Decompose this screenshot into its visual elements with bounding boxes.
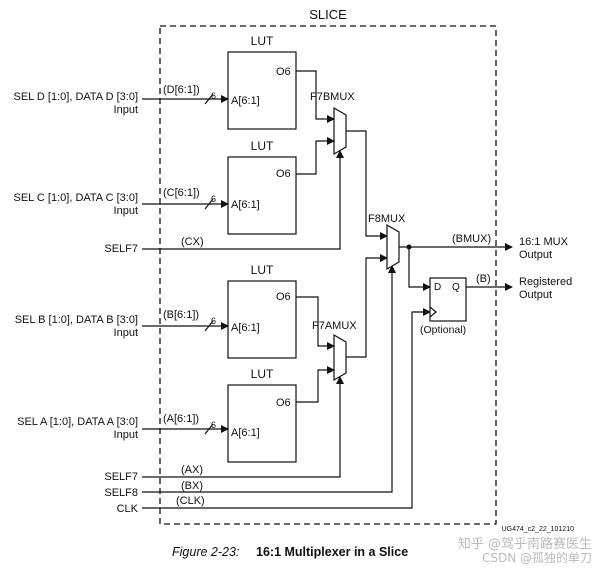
- figure-id: UG474_c2_22_101210: [502, 526, 575, 533]
- input-a-width: 6: [211, 420, 216, 430]
- self7-bot-label: SELF7: [104, 471, 138, 483]
- flip-flop-box: [429, 277, 467, 322]
- lut-b-title: LUT: [251, 263, 274, 277]
- lut-a-title: LUT: [251, 367, 274, 381]
- lut-a-out-pin: O6: [276, 397, 291, 409]
- lut-b-in-pin: A[6:1]: [231, 322, 260, 334]
- input-a-bus: (A[6:1]): [163, 413, 199, 425]
- lut-b-out-pin: O6: [276, 291, 291, 303]
- lut-d-title: LUT: [251, 34, 274, 48]
- f8mux: F8MUX: [368, 213, 406, 271]
- lut-d-in-pin: A[6:1]: [231, 95, 260, 107]
- lut-c-out-pin: O6: [276, 168, 291, 180]
- input-c-label: SEL C [1:0], DATA C [3:0]: [13, 192, 138, 204]
- input-d-bus: (D[6:1]): [163, 84, 200, 96]
- lut-a-in-pin: A[6:1]: [231, 427, 260, 439]
- lut-a-box: [227, 384, 297, 463]
- f7amux-label: F7AMUX: [312, 320, 357, 332]
- lut-c-box: [227, 156, 297, 235]
- input-a-label: SEL A [1:0], DATA A [3:0]: [17, 416, 138, 428]
- mux-output-line2: Output: [519, 249, 552, 261]
- ff-optional-note: (Optional): [420, 324, 466, 336]
- input-c: SEL C [1:0], DATA C [3:0] Input (C[6:1])…: [13, 187, 216, 217]
- slice-boundary: [159, 25, 497, 525]
- f7-to-f8-wires: [346, 130, 388, 358]
- watermark-line2: CSDN @孤独的单刀: [482, 550, 592, 565]
- lut-to-f7-wires: [296, 70, 335, 403]
- f7bmux-shape: [333, 106, 347, 156]
- input-d-width: 6: [211, 91, 216, 101]
- watermark-line1: 知乎 @驾乎南路赛医生: [458, 536, 592, 552]
- lut-d: LUT O6 A[6:1]: [227, 34, 297, 130]
- input-a-sub: Input: [114, 429, 138, 441]
- self8-label: SELF8: [104, 487, 138, 499]
- f8mux-shape: [386, 223, 400, 271]
- input-wires: [142, 93, 229, 435]
- ff-q-pin: Q: [452, 282, 460, 293]
- flip-flop: D Q (Optional): [420, 277, 467, 336]
- lut-c: LUT O6 A[6:1]: [227, 139, 297, 235]
- self8-net: (BX): [181, 480, 203, 492]
- clk-net: (CLK): [176, 495, 205, 507]
- reg-output-line1: Registered: [519, 276, 572, 288]
- mux-output-line1: 16:1 MUX: [519, 236, 569, 248]
- input-c-sub: Input: [114, 205, 138, 217]
- input-b-width: 6: [211, 316, 216, 326]
- self7-bot-net: (AX): [181, 464, 203, 476]
- clock-triangle: [429, 306, 437, 318]
- lut-d-box: [227, 51, 297, 130]
- input-b-label: SEL B [1:0], DATA B [3:0]: [15, 314, 138, 326]
- slice-title: SLICE: [309, 7, 347, 22]
- input-a: SEL A [1:0], DATA A [3:0] Input (A[6:1])…: [17, 413, 216, 441]
- lut-a: LUT O6 A[6:1]: [227, 367, 297, 463]
- lut-d-out-pin: O6: [276, 66, 291, 78]
- lut-b-box: [227, 280, 297, 359]
- input-b-sub: Input: [114, 327, 138, 339]
- f8-output-wires: [399, 243, 513, 291]
- input-c-bus: (C[6:1]): [163, 187, 200, 199]
- clk-label: CLK: [117, 503, 139, 515]
- f7amux: F7AMUX: [312, 320, 357, 382]
- reg-output-line2: Output: [519, 289, 552, 301]
- lut-b: LUT O6 A[6:1]: [227, 263, 297, 359]
- input-c-width: 6: [211, 194, 216, 204]
- input-b-bus: (B[6:1]): [163, 309, 199, 321]
- b-net: (B): [476, 273, 491, 285]
- input-d-label: SEL D [1:0], DATA D [3:0]: [13, 91, 138, 103]
- self7-top-label: SELF7: [104, 243, 138, 255]
- self7-top-net: (CX): [181, 236, 204, 248]
- caption-number: Figure 2-23:: [172, 545, 239, 559]
- ff-d-pin: D: [434, 282, 441, 293]
- f7amux-shape: [333, 333, 347, 382]
- lut-c-title: LUT: [251, 139, 274, 153]
- f8mux-label: F8MUX: [368, 213, 406, 225]
- select-wires: [142, 150, 431, 509]
- bmux-net: (BMUX): [452, 233, 491, 245]
- input-d: SEL D [1:0], DATA D [3:0] Input (D[6:1])…: [13, 84, 216, 116]
- input-d-sub: Input: [114, 104, 138, 116]
- caption-title: 16:1 Multiplexer in a Slice: [256, 545, 408, 559]
- input-b: SEL B [1:0], DATA B [3:0] Input (B[6:1])…: [15, 309, 216, 339]
- lut-c-in-pin: A[6:1]: [231, 199, 260, 211]
- f7bmux: F7BMUX: [310, 91, 355, 156]
- f7bmux-label: F7BMUX: [310, 91, 355, 103]
